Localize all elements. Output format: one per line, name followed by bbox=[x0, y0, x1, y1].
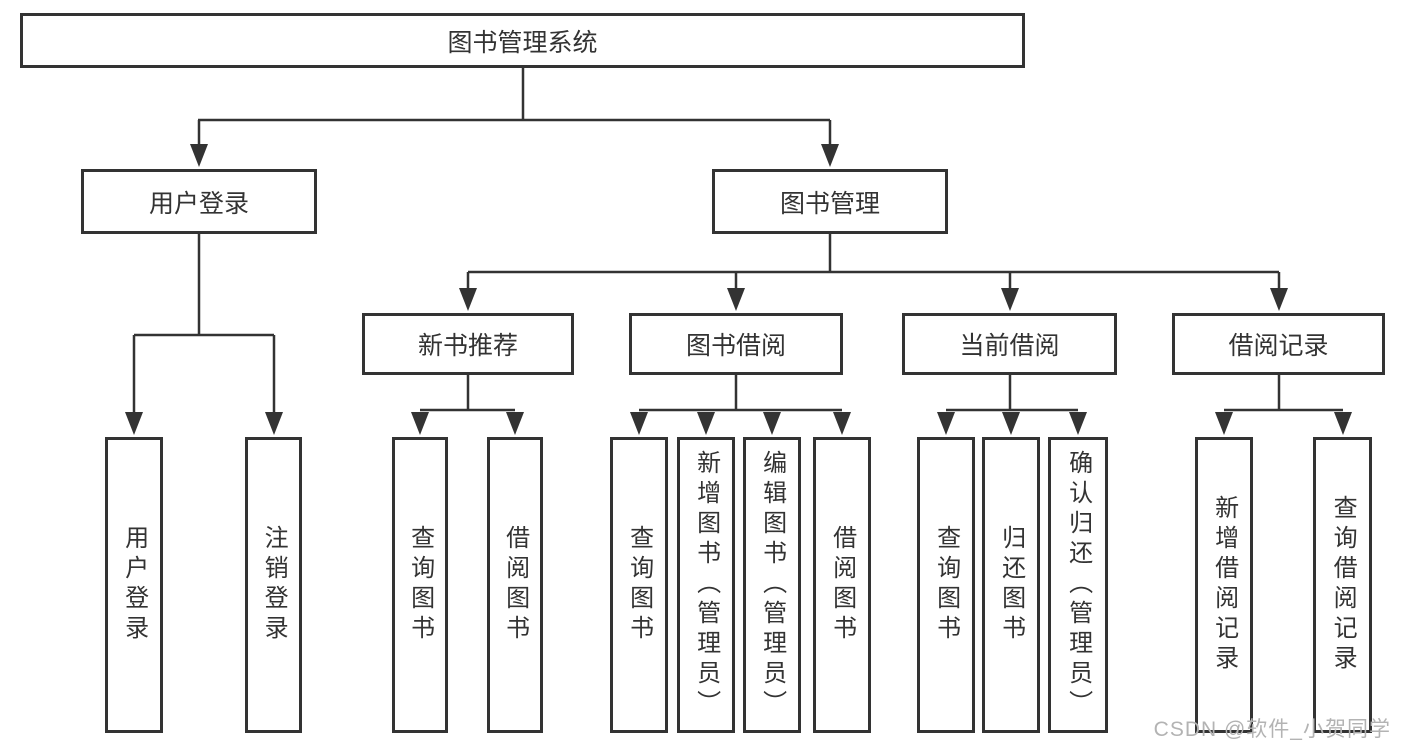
leaf-current-query-books-label: 查询图书 bbox=[932, 525, 960, 645]
node-borrowing-records: 借阅记录 bbox=[1172, 313, 1385, 375]
leaf-confirm-return-admin-label: 确认归还（管理员） bbox=[1064, 450, 1092, 720]
node-current-borrowing: 当前借阅 bbox=[902, 313, 1117, 375]
leaf-confirm-return-admin: 确认归还（管理员） bbox=[1048, 437, 1108, 733]
leaf-recommend-borrow-books-label: 借阅图书 bbox=[501, 525, 529, 645]
node-book-management-label: 图书管理 bbox=[779, 189, 880, 218]
leaf-add-books-admin: 新增图书（管理员） bbox=[677, 437, 735, 733]
node-borrowing-records-label: 借阅记录 bbox=[1228, 332, 1329, 360]
leaf-return-books: 归还图书 bbox=[982, 437, 1040, 733]
leaf-recommend-query-books-label: 查询图书 bbox=[406, 525, 434, 645]
leaf-query-borrow-record-label: 查询借阅记录 bbox=[1329, 495, 1357, 675]
node-user-login-label: 用户登录 bbox=[148, 189, 249, 218]
node-root-label: 图书管理系统 bbox=[447, 28, 598, 57]
leaf-return-books-label: 归还图书 bbox=[997, 525, 1025, 645]
leaf-borrowing-query-books-label: 查询图书 bbox=[625, 525, 653, 645]
leaf-add-borrow-record-label: 新增借阅记录 bbox=[1210, 495, 1238, 675]
leaf-user-login: 用户登录 bbox=[105, 437, 163, 733]
leaf-edit-books-admin: 编辑图书（管理员） bbox=[743, 437, 801, 733]
node-book-borrowing-label: 图书借阅 bbox=[685, 332, 786, 360]
node-book-management: 图书管理 bbox=[712, 169, 948, 234]
leaf-current-query-books: 查询图书 bbox=[917, 437, 975, 733]
node-new-book-recommendation-label: 新书推荐 bbox=[417, 332, 518, 360]
leaf-recommend-borrow-books: 借阅图书 bbox=[487, 437, 543, 733]
leaf-add-borrow-record: 新增借阅记录 bbox=[1195, 437, 1253, 733]
node-current-borrowing-label: 当前借阅 bbox=[959, 332, 1060, 360]
leaf-user-login-label: 用户登录 bbox=[120, 525, 148, 645]
leaf-borrowing-borrow-books-label: 借阅图书 bbox=[828, 525, 856, 645]
leaf-borrowing-query-books: 查询图书 bbox=[610, 437, 668, 733]
node-new-book-recommendation: 新书推荐 bbox=[362, 313, 574, 375]
leaf-add-books-admin-label: 新增图书（管理员） bbox=[692, 450, 720, 720]
watermark-text: CSDN @软件_小贺同学 bbox=[1153, 718, 1391, 741]
node-root-library-management-system: 图书管理系统 bbox=[20, 13, 1025, 68]
leaf-edit-books-admin-label: 编辑图书（管理员） bbox=[758, 450, 786, 720]
leaf-borrowing-borrow-books: 借阅图书 bbox=[813, 437, 871, 733]
leaf-query-borrow-record: 查询借阅记录 bbox=[1313, 437, 1372, 733]
leaf-logout: 注销登录 bbox=[245, 437, 302, 733]
node-user-login: 用户登录 bbox=[81, 169, 317, 234]
node-book-borrowing: 图书借阅 bbox=[629, 313, 843, 375]
leaf-recommend-query-books: 查询图书 bbox=[392, 437, 448, 733]
leaf-logout-label: 注销登录 bbox=[260, 525, 288, 645]
